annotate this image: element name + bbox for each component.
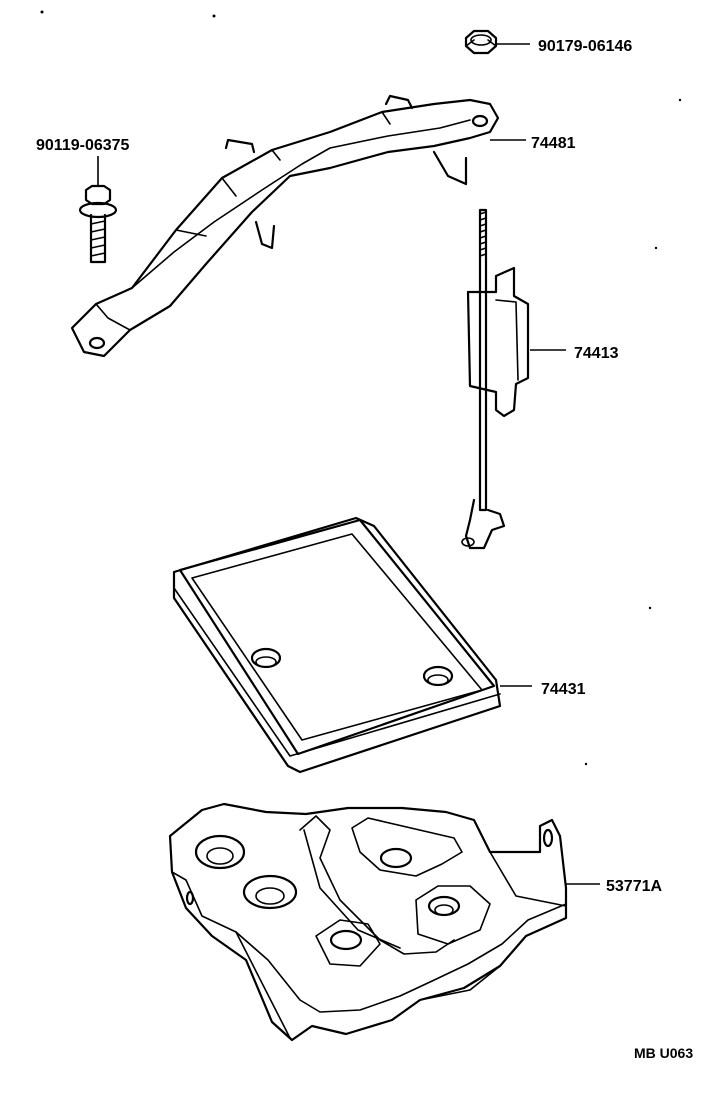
battery-tray-part-number: 74431: [541, 681, 586, 698]
scan-specks: [40, 10, 682, 766]
bolt-part[interactable]: [78, 184, 118, 264]
battery-carrier-part[interactable]: [168, 802, 568, 1042]
figure-code: MB U063: [634, 1045, 693, 1061]
bolt-part-number: 90119-06375: [36, 137, 130, 154]
battery-rod-part-number: 74413: [574, 345, 619, 362]
nut-part[interactable]: [464, 29, 498, 55]
battery-tray-part[interactable]: [172, 516, 502, 774]
battery-clamp-part-number: 74481: [531, 135, 576, 152]
nut-part-number: 90179-06146: [538, 38, 632, 55]
battery-carrier-part-number: 53771A: [606, 878, 662, 895]
battery-clamp-part[interactable]: [70, 94, 500, 358]
battery-rod-part[interactable]: [461, 208, 530, 550]
